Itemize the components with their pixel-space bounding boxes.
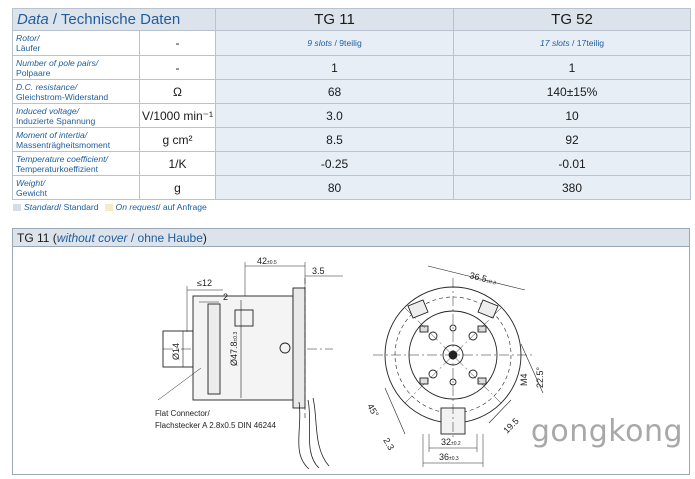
tg11-value: 9 slots / 9teilig	[215, 30, 455, 56]
on-request-swatch	[104, 203, 113, 211]
tg52-value: 1	[453, 55, 692, 80]
dim-2-label: 2	[223, 292, 228, 302]
connector-block	[234, 309, 254, 327]
legend-request-en: On request	[115, 202, 159, 212]
tg52-value: 92	[453, 127, 692, 152]
wire	[307, 399, 320, 469]
watermark: gongkong	[530, 414, 683, 449]
row-label: Temperature coefficient/Temperaturkoeffi…	[12, 151, 140, 176]
row-unit: Ω	[138, 79, 217, 104]
legend-request-de: / auf Anfrage	[158, 202, 207, 212]
dim-42-label: 42±0.5	[257, 256, 277, 266]
tg11-value: 68	[215, 79, 455, 104]
table-row: Number of pole pairs/Polpaare - 1 1	[12, 55, 692, 80]
tg11-value: 1	[215, 55, 455, 80]
row-label: Weight/Gewicht	[12, 175, 140, 200]
screw	[279, 342, 291, 354]
drawing-panel: TG 11 (without cover / ohne Haube)	[12, 228, 690, 475]
row-unit: g cm²	[138, 127, 217, 152]
standard-swatch	[13, 203, 21, 211]
note-flat-connector: Flat Connector/	[155, 409, 210, 418]
tg52-value: 17 slots / 17teilig	[453, 30, 692, 56]
tg11-value: 3.0	[215, 103, 455, 128]
dim-d14-label: Ø14	[171, 343, 181, 360]
panel-title: TG 11 (without cover / ohne Haube)	[13, 229, 689, 247]
dim-32-label: 32±0.2	[441, 437, 461, 447]
column-header-tg11: TG 11	[215, 8, 455, 31]
tg52-value: 10	[453, 103, 692, 128]
table-row: Induced voltage/Induzierte Spannung V/10…	[12, 103, 692, 128]
spec-table: Data / Technische Daten TG 11 TG 52 Roto…	[11, 8, 692, 200]
spec-table-header: Data / Technische Daten TG 11 TG 52	[11, 8, 692, 31]
dim-45-label: 45°	[365, 402, 381, 419]
dim-3-5-label: 3.5	[312, 266, 325, 276]
table-row: Rotor/Läufer - 9 slots / 9teilig 17 slot…	[12, 30, 692, 56]
tg52-value: 140±15%	[453, 79, 692, 104]
dim-line-36-5	[427, 265, 526, 291]
body-ring	[207, 303, 221, 395]
row-unit: g	[138, 175, 217, 200]
mount-tab	[477, 299, 499, 319]
table-title: Data / Technische Daten	[11, 8, 217, 31]
mount-tab	[407, 299, 429, 319]
table-row: Moment of intertia/Massenträgheitsmoment…	[12, 127, 692, 152]
wire	[312, 397, 330, 467]
tg11-value: 80	[215, 175, 455, 200]
column-header-tg52: TG 52	[453, 8, 692, 31]
row-unit: V/1000 min⁻¹	[138, 103, 217, 128]
dim-19-5-label: 19.5	[501, 416, 520, 435]
tg52-value: 380	[453, 175, 692, 200]
flange	[292, 287, 306, 409]
legend-standard-de: / Standard	[58, 202, 99, 212]
row-unit: -	[138, 30, 217, 56]
row-label: Induced voltage/Induzierte Spannung	[12, 103, 140, 128]
row-unit: -	[138, 55, 217, 80]
table-row: Weight/Gewicht g 80 380	[12, 175, 692, 200]
tg11-value: 8.5	[215, 127, 455, 152]
legend-standard-en: Standard	[24, 202, 59, 212]
wire	[298, 401, 310, 470]
technical-drawing: 42±0.5 3.5 ≤12 2 Ø14 Ø47.8±0.3 Flat Conn…	[155, 256, 545, 470]
dim-36-5-label: 36.5±0.3	[469, 270, 498, 286]
note-flachstecker: Flachstecker A 2.8x0.5 DIN 46244	[155, 421, 277, 430]
table-row: D.C. resistance/Gleichstrom-Widerstand Ω…	[12, 79, 692, 104]
tg11-value: -0.25	[215, 151, 455, 176]
row-label: Moment of intertia/Massenträgheitsmoment	[12, 127, 140, 152]
dim-36-label: 36±0.3	[439, 452, 459, 462]
row-unit: 1/K	[138, 151, 217, 176]
row-label: D.C. resistance/Gleichstrom-Widerstand	[12, 79, 140, 104]
dim-d47-label: Ø47.8±0.3	[229, 332, 239, 366]
row-label: Number of pole pairs/Polpaare	[12, 55, 140, 80]
row-label: Rotor/Läufer	[12, 30, 140, 56]
tg52-value: -0.01	[453, 151, 692, 176]
legend: Standard / Standard On request / auf Anf…	[13, 202, 207, 212]
dim-le12-label: ≤12	[197, 278, 212, 288]
dim-m4-label: M4	[519, 373, 529, 386]
leader-line	[157, 367, 202, 401]
table-row: Temperature coefficient/Temperaturkoeffi…	[12, 151, 692, 176]
dim-2-3-label: 2.3	[381, 436, 396, 452]
dim-22-5-label: 22.5°	[535, 366, 545, 388]
